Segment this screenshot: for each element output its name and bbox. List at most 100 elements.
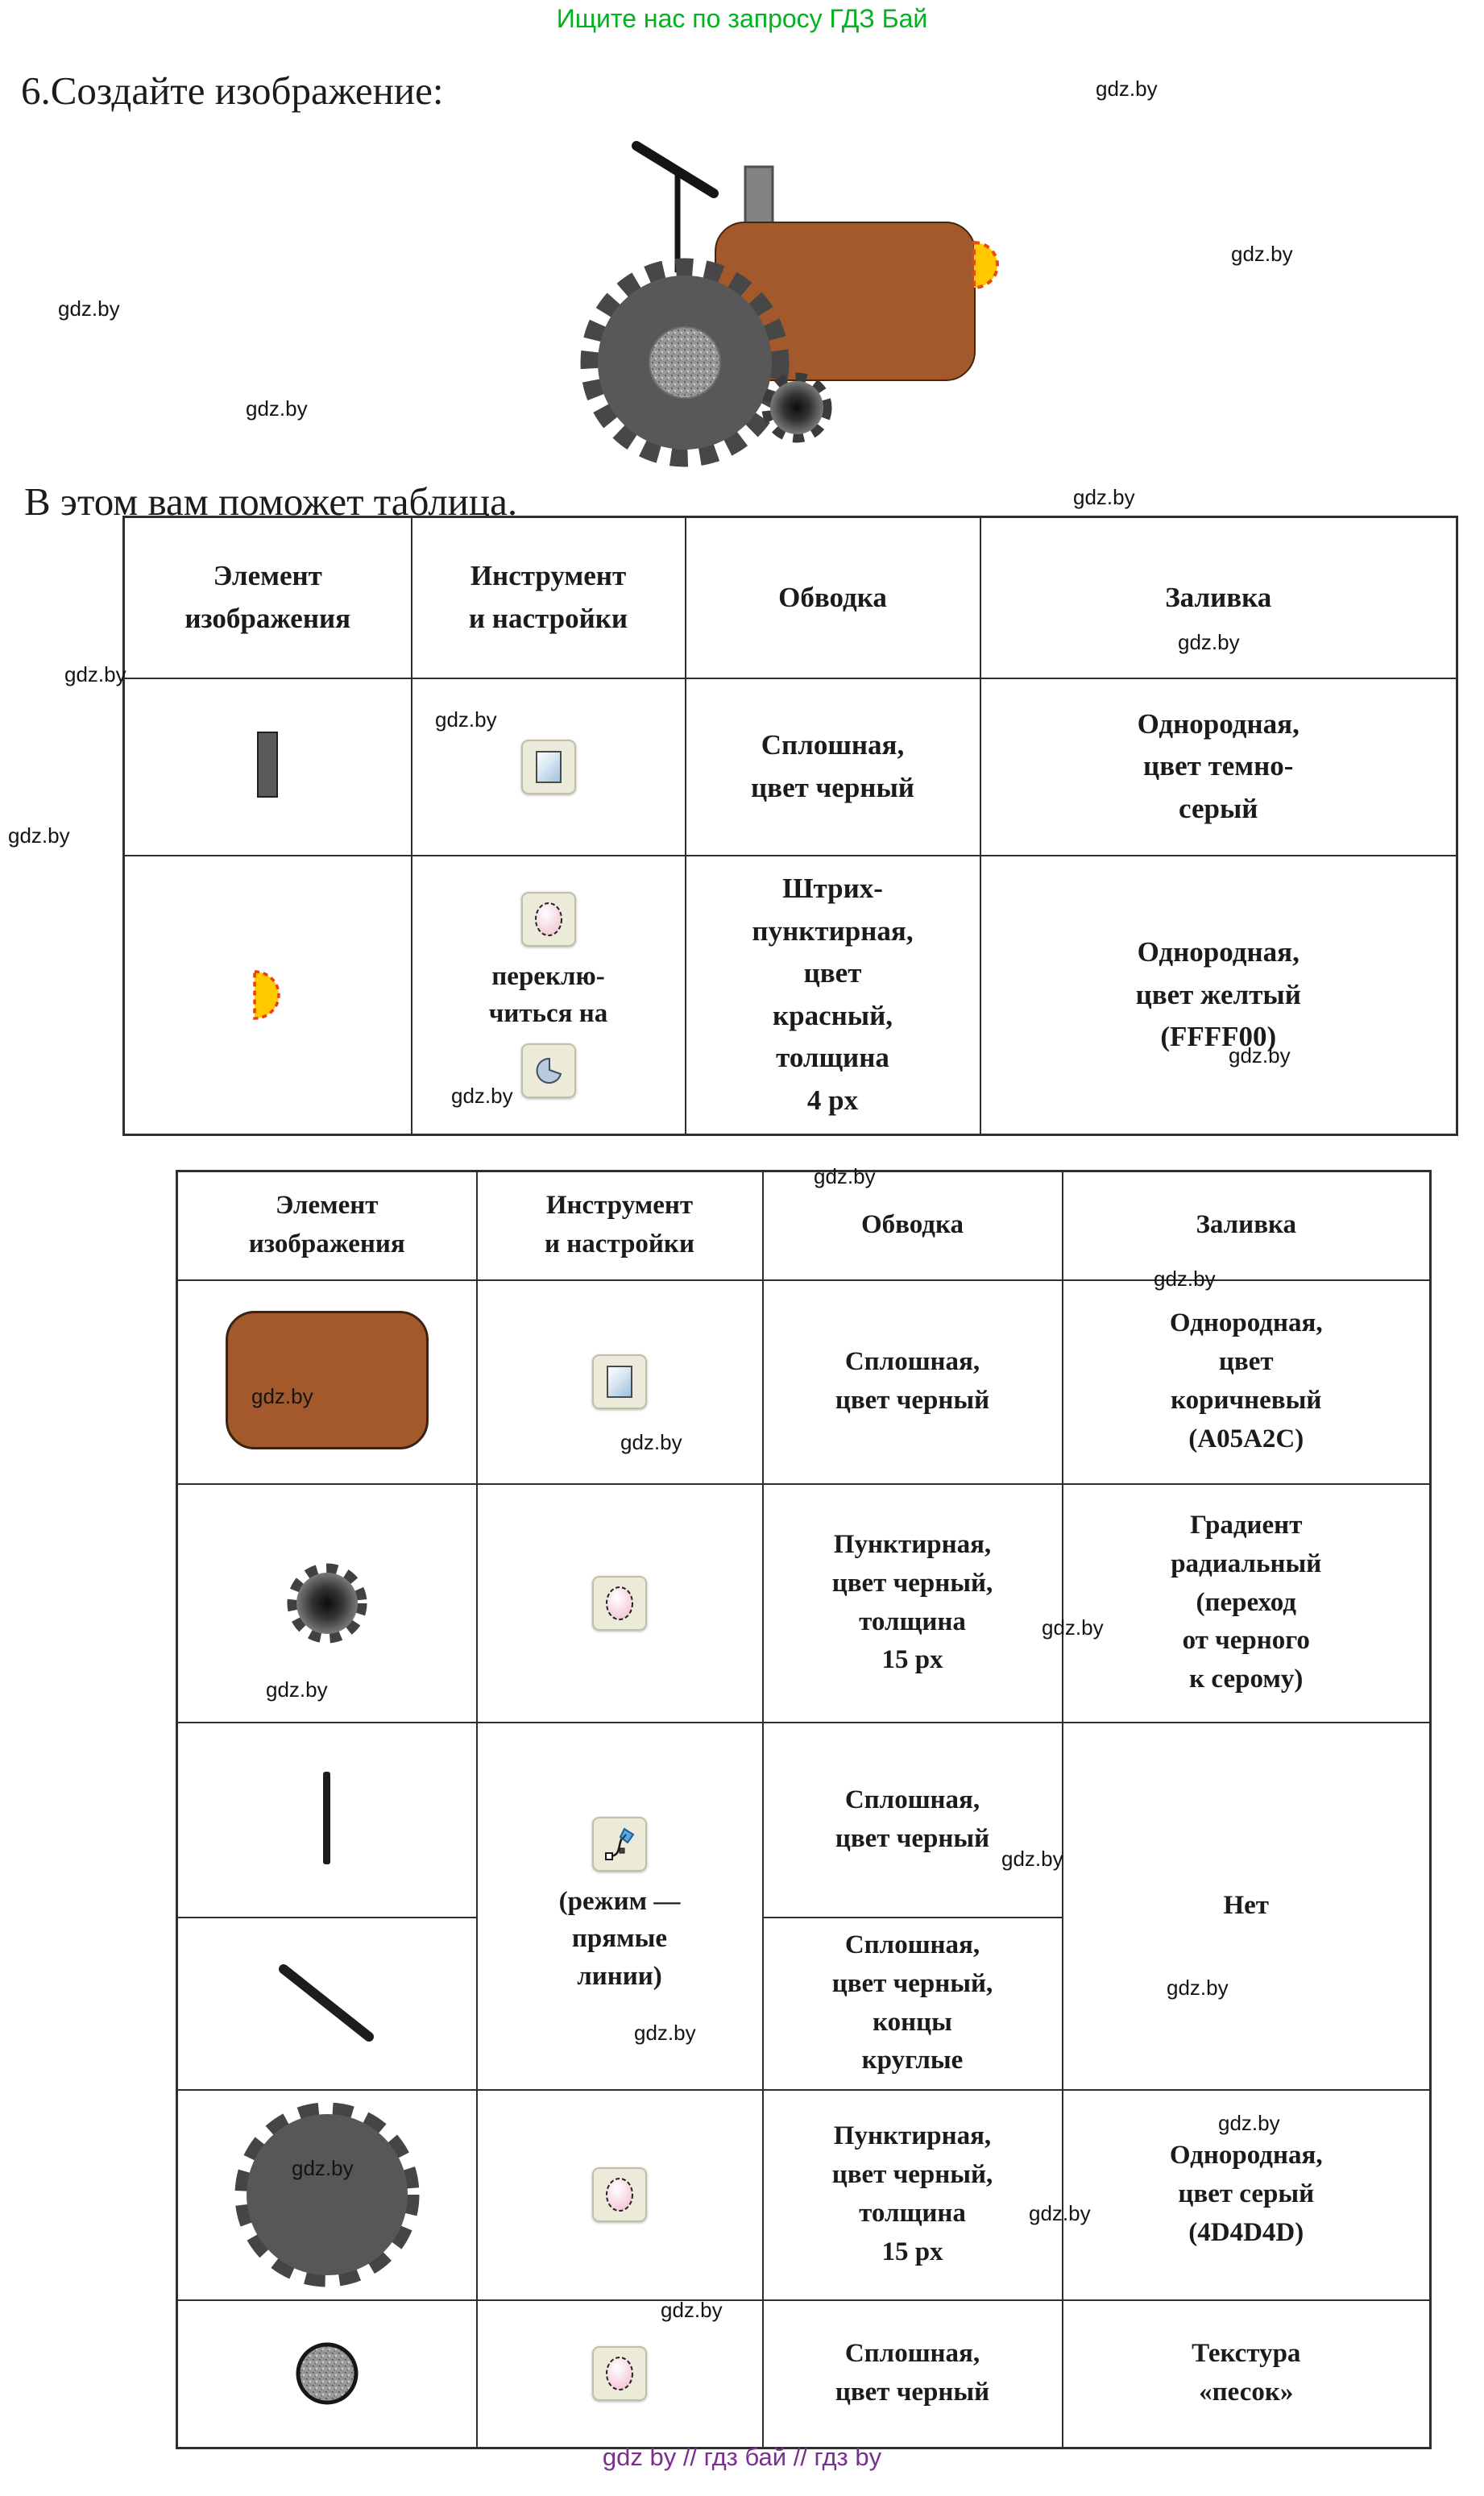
table-2: Элемент изображения Инструмент и настрой…: [176, 1170, 1432, 2449]
watermark: gdz.by: [1029, 2201, 1091, 2225]
watermark: gdz.by: [8, 823, 70, 848]
t2-r4-stroke: Пунктирная, цвет черный, толщина 15 px: [761, 2088, 1063, 2301]
t1-r1-tool-cell: [410, 677, 686, 856]
t1-r2-tool-cell: переклю- читься на: [410, 854, 686, 1136]
watermark: gdz.by: [1178, 630, 1240, 654]
t2-header-element: Элемент изображения: [176, 1170, 478, 1281]
task-title: 6.Создайте изображение:: [21, 68, 444, 113]
table-row: (режим — прямые линии) Сплошная, цвет че…: [176, 1721, 1432, 2091]
table-row: Сплошная, цвет черный Текстура «песок»: [176, 2299, 1432, 2449]
t1-r1-fill: Однородная, цвет темно- серый: [979, 677, 1458, 856]
ellipse-glyph: [606, 1586, 633, 1620]
rectangle-tool-icon: [520, 739, 576, 794]
arc-tool-icon: [520, 1043, 576, 1098]
t2-r2-fill: Градиент радиальный (переход от черного …: [1061, 1482, 1432, 1723]
t1-header-element: Элемент изображения: [122, 516, 412, 679]
ellipse-glyph: [606, 2357, 633, 2391]
rectangle-tool-icon: [592, 1354, 647, 1409]
watermark: gdz.by: [64, 662, 126, 686]
t2-r4-fill: Однородная, цвет серый (4D4D4D): [1061, 2088, 1432, 2301]
watermark: gdz.by: [814, 1164, 876, 1188]
t2-r2-tool-cell: [475, 1482, 764, 1723]
t2-r1-stroke: Сплошная, цвет черный: [761, 1279, 1063, 1485]
bezier-glyph: [605, 1827, 635, 1861]
t2-r3b-stroke: Сплошная, цвет черный, концы круглые: [761, 1916, 1063, 2091]
bezier-tool-icon: [592, 1817, 647, 1872]
t2-r3-fill: Нет: [1061, 1721, 1432, 2091]
rectangle-glyph: [535, 750, 562, 783]
t1-r2-stroke: Штрих- пунктирная, цвет красный, толщина…: [684, 854, 981, 1136]
t1-r1-stroke: Сплошная, цвет черный: [684, 677, 981, 856]
watermark: gdz.by: [634, 2021, 696, 2045]
footer-caption: gdz by // гдз бай // гдз by: [602, 2443, 882, 2471]
table-row: Сплошная, цвет черный, концы круглые: [176, 1916, 1431, 2091]
diagonal-line-element: [278, 1963, 374, 2042]
t2-r5-tool-cell: [475, 2299, 764, 2449]
tractor-illustration: [580, 141, 999, 467]
ellipse-tool-icon: [592, 1575, 647, 1631]
watermark: gdz.by: [451, 1084, 513, 1108]
watermark: gdz.by: [1231, 242, 1293, 266]
t1-r2-element-cell: [122, 854, 412, 1136]
ellipse-tool-icon: [592, 2346, 647, 2402]
t1-header-stroke: Обводка: [684, 516, 981, 679]
bezier-mode-note: (режим — прямые линии): [558, 1887, 681, 1991]
t2-r1-tool-cell: [475, 1279, 764, 1485]
t2-header-stroke: Обводка: [761, 1170, 1063, 1281]
watermark: gdz.by: [58, 296, 120, 321]
table-row: Пунктирная, цвет черный, толщина 15 px Г…: [176, 1482, 1432, 1723]
t2-r2-stroke: Пунктирная, цвет черный, толщина 15 px: [761, 1482, 1063, 1723]
t2-r5-fill: Текстура «песок»: [1061, 2299, 1432, 2449]
t1-r1-element-cell: [122, 677, 412, 856]
ellipse-tool-icon: [520, 891, 576, 947]
wheel-hub: [649, 326, 721, 399]
yellow-semicircle-element: [253, 969, 280, 1020]
ellipse-tool-icon: [592, 2167, 647, 2222]
big-wheel: [580, 258, 790, 467]
promo-banner: Ищите нас по запросу ГДЗ Бай: [556, 4, 928, 33]
small-gear-wheel-element: [287, 1563, 367, 1643]
vertical-line-element: [323, 1771, 331, 1864]
t2-r3a-element-cell: [176, 1721, 478, 1918]
table-row: Пунктирная, цвет черный, толщина 15 px О…: [176, 2088, 1432, 2301]
small-wheel: [761, 372, 832, 443]
watermark: gdz.by: [1001, 1847, 1063, 1871]
table-row: Сплошная, цвет черный Однородная, цвет к…: [176, 1279, 1432, 1485]
steering-handle-line: [632, 141, 719, 198]
large-gear-wheel-element: [234, 2102, 420, 2287]
t2-r2-element-cell: [176, 1482, 478, 1723]
ellipse-glyph: [606, 2178, 633, 2212]
t1-header-fill: Заливка: [979, 516, 1458, 679]
ellipse-glyph: [534, 902, 562, 936]
t2-r5-stroke: Сплошная, цвет черный: [761, 2299, 1063, 2449]
watermark: gdz.by: [435, 707, 497, 732]
watermark: gdz.by: [1042, 1615, 1104, 1640]
watermark: gdz.by: [246, 396, 308, 421]
sand-textured-circle-element: [296, 2342, 359, 2405]
watermark: gdz.by: [1229, 1043, 1291, 1068]
t2-r1-fill: Однородная, цвет коричневый (A05A2C): [1061, 1279, 1432, 1485]
table-row: переклю- читься на Штрих- пунктирная, цв…: [122, 854, 1458, 1136]
watermark: gdz.by: [266, 1677, 328, 1702]
rectangle-glyph: [607, 1366, 632, 1398]
t2-header-fill: Заливка: [1061, 1170, 1432, 1281]
t1-header-tool: Инструмент и настройки: [410, 516, 686, 679]
brown-rounded-rectangle-element: [225, 1310, 429, 1449]
watermark: gdz.by: [1218, 2111, 1280, 2135]
watermark: gdz.by: [1154, 1267, 1216, 1291]
watermark: gdz.by: [620, 1430, 682, 1454]
t2-r4-tool-cell: [475, 2088, 764, 2301]
watermark: gdz.by: [1167, 1976, 1229, 2000]
t2-r5-element-cell: [176, 2299, 478, 2449]
watermark: gdz.by: [661, 2298, 723, 2322]
table-1: Элемент изображения Инструмент и настрой…: [122, 516, 1458, 1136]
dark-gray-rectangle-element: [257, 732, 279, 798]
t1-r2-fill: Однородная, цвет желтый (FFFF00): [979, 854, 1458, 1136]
arc-glyph: [536, 1057, 562, 1084]
t2-r3b-element-cell: [176, 1916, 478, 2091]
headlight: [972, 240, 999, 290]
watermark: gdz.by: [1073, 485, 1135, 509]
t2-r1-element-cell: [176, 1279, 478, 1485]
table-row: Сплошная, цвет черный Однородная, цвет т…: [122, 677, 1458, 856]
